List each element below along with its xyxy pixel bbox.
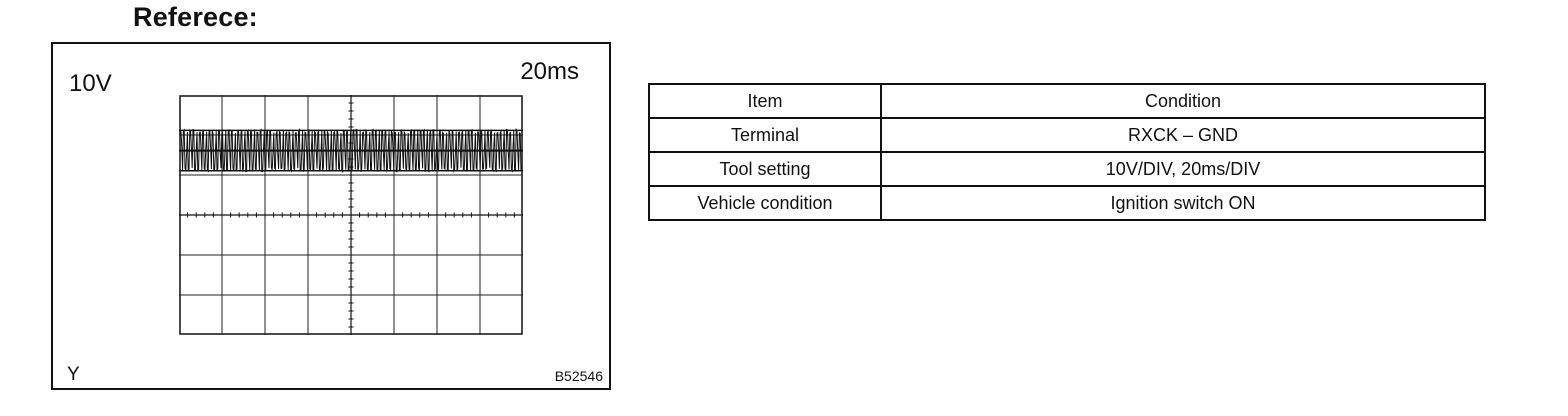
waveform-signal — [179, 127, 523, 174]
figure-code: B52546 — [554, 368, 603, 384]
header-condition: Condition — [880, 83, 1486, 119]
oscilloscope-panel: 10V 20ms Y B52546 — [51, 42, 611, 390]
row-condition: Ignition switch ON — [880, 185, 1486, 221]
row-item: Terminal — [648, 117, 882, 153]
time-scale-label: 20ms — [520, 58, 579, 85]
row-condition: 10V/DIV, 20ms/DIV — [880, 151, 1486, 187]
voltage-scale-label: 10V — [69, 70, 112, 97]
header-item: Item — [648, 83, 882, 119]
condition-table: Item Condition Terminal RXCK – GND Tool … — [648, 83, 1486, 221]
table-header-row: Item Condition — [648, 83, 1486, 119]
table-row: Vehicle condition Ignition switch ON — [648, 185, 1486, 221]
row-item: Vehicle condition — [648, 185, 882, 221]
oscilloscope-screen — [179, 95, 523, 335]
channel-label: Y — [67, 364, 80, 385]
table-row: Terminal RXCK – GND — [648, 117, 1486, 153]
row-condition: RXCK – GND — [880, 117, 1486, 153]
page-title: Referece: — [133, 2, 258, 32]
table-row: Tool setting 10V/DIV, 20ms/DIV — [648, 151, 1486, 187]
row-item: Tool setting — [648, 151, 882, 187]
